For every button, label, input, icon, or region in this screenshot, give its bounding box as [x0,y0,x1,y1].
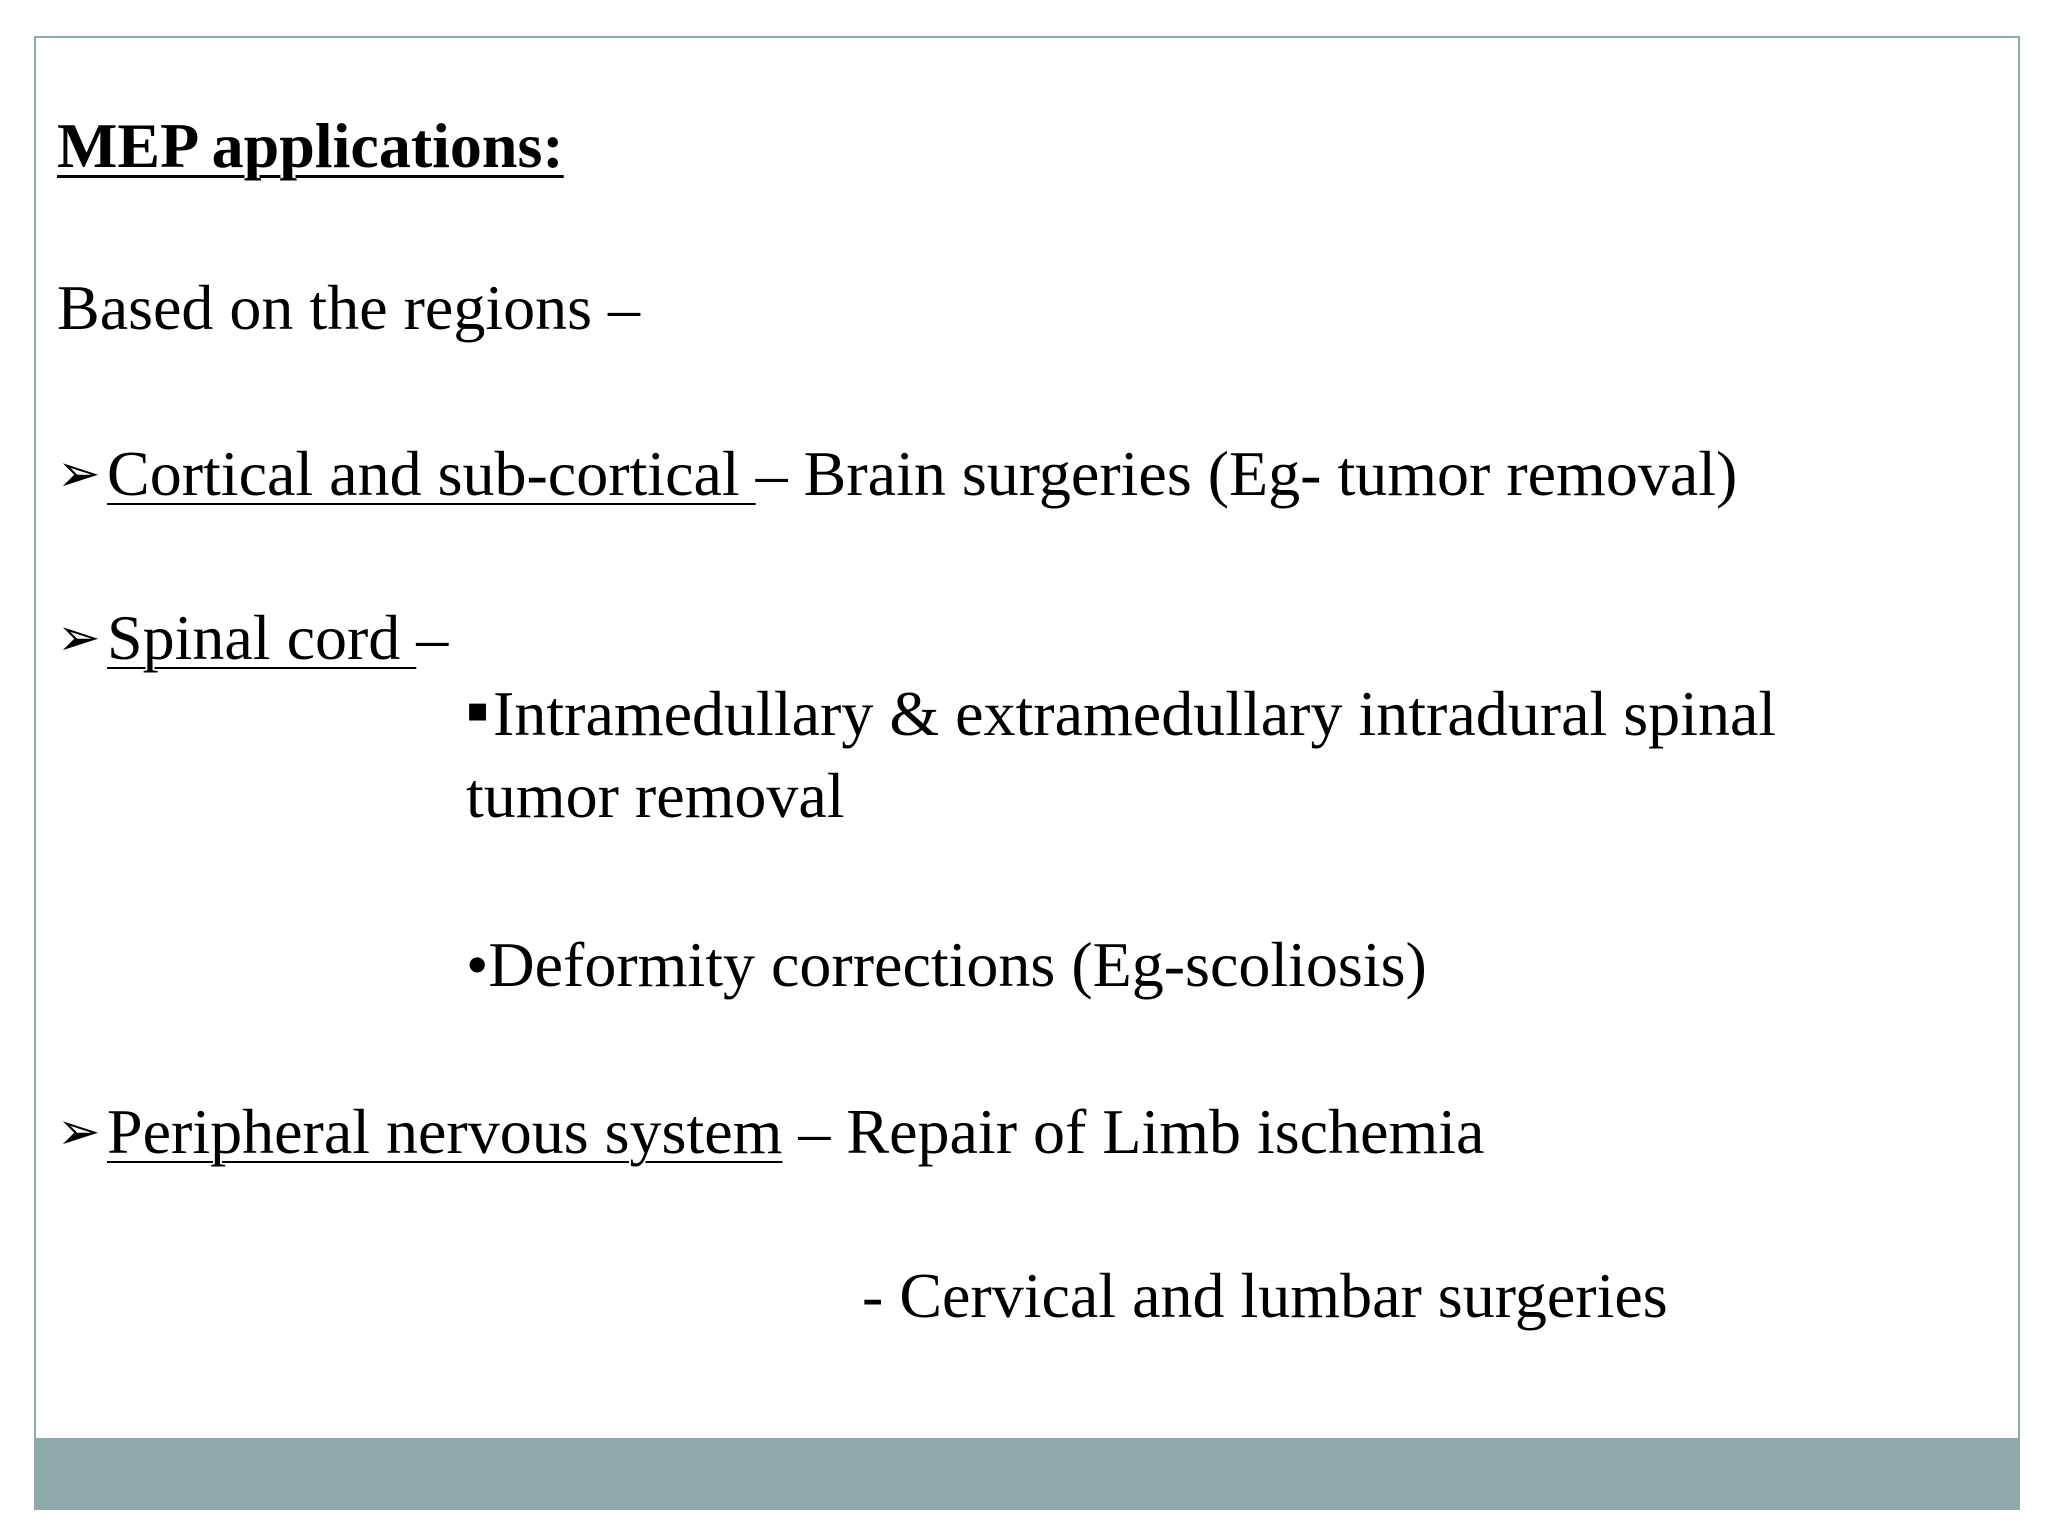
footer-band [36,1438,2018,1508]
arrow-bullet-icon: ➢ [57,608,101,668]
arrow-bullet-icon: ➢ [57,444,101,504]
item-label-cortical: Cortical and sub-cortical [107,438,756,509]
item-separator: – [416,602,449,673]
item-separator: – [782,1096,847,1167]
dot-bullet-icon: • [466,929,489,1000]
list-item-cortical: ➢Cortical and sub-cortical – Brain surge… [57,442,1737,506]
slide-title: MEP applications: [57,110,564,181]
item-text-cortical: Brain surgeries (Eg- tumor removal) [803,438,1738,509]
sub-item-deformity: •Deformity corrections (Eg-scoliosis) [466,933,1427,997]
intro-text: Based on the regions – [57,272,640,343]
sub-item-text: Intramedullary & extramedullary intradur… [493,678,1777,749]
item-label-spinal-cord: Spinal cord [107,602,417,673]
arrow-bullet-icon: ➢ [57,1102,101,1162]
item-separator: – [755,438,804,509]
item-continuation-text: - Cervical and lumbar surgeries [862,1260,1668,1331]
square-bullet-icon: ▪ [466,690,490,730]
item-text-peripheral: Repair of Limb ischemia [846,1096,1485,1167]
list-item-peripheral: ➢Peripheral nervous system – Repair of L… [57,1100,1484,1164]
slide-frame: MEP applications: Based on the regions –… [34,36,2020,1510]
item-label-peripheral: Peripheral nervous system [107,1096,783,1167]
sub-item-spinal-tumor: ▪Intramedullary & extramedullary intradu… [466,682,1776,746]
sub-item-text-continued: tumor removal [466,760,845,831]
list-item-spinal-cord: ➢Spinal cord – [57,606,448,670]
sub-item-text: Deformity corrections (Eg-scoliosis) [488,929,1427,1000]
